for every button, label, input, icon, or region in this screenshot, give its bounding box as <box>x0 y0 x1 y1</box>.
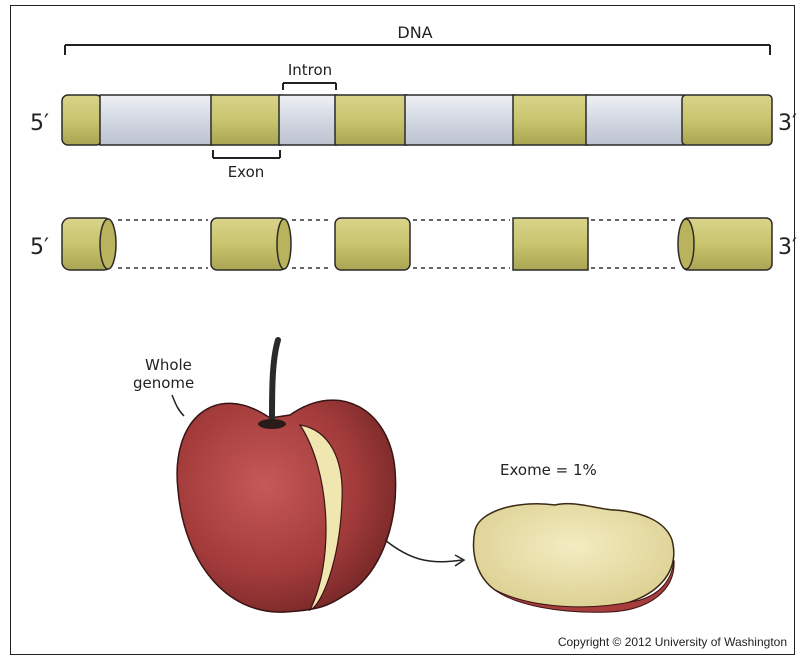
whole-genome-label-line1: Whole <box>145 356 192 374</box>
apple-slice <box>474 504 675 613</box>
exon-segment <box>335 95 407 145</box>
exon-segment <box>62 95 102 145</box>
exome-label: Exome = 1% <box>500 461 597 479</box>
apple-illustration <box>177 340 396 612</box>
exon-segment <box>211 95 281 145</box>
three-prime-label-top: 3′ <box>778 111 797 136</box>
exon-bracket <box>213 150 280 158</box>
exon-segment <box>513 218 588 270</box>
exome-arrow <box>385 540 462 562</box>
exon-segment <box>682 218 772 270</box>
intron-segment <box>405 95 515 145</box>
apple-stem <box>272 340 278 422</box>
exon-segment <box>211 218 286 270</box>
whole-genome-arrow <box>172 395 184 416</box>
exon-label: Exon <box>228 163 265 181</box>
intron-bracket <box>283 83 336 90</box>
intron-segment <box>100 95 213 145</box>
dna-label: DNA <box>397 23 432 42</box>
exon-segment <box>682 95 772 145</box>
dna-strand-top <box>62 95 772 145</box>
intron-segment <box>279 95 337 145</box>
dna-bracket <box>65 45 770 55</box>
whole-genome-label-line2: genome <box>133 374 194 392</box>
dna-strand-exons <box>62 218 772 270</box>
five-prime-label-bottom: 5′ <box>30 235 49 260</box>
three-prime-label-bottom: 3′ <box>778 235 797 260</box>
intron-label: Intron <box>288 61 332 79</box>
exon-segment <box>335 218 410 270</box>
five-prime-label-top: 5′ <box>30 111 49 136</box>
intron-segment <box>586 95 684 145</box>
exon-segment <box>513 95 588 145</box>
copyright-notice: Copyright © 2012 University of Washingto… <box>558 635 787 649</box>
